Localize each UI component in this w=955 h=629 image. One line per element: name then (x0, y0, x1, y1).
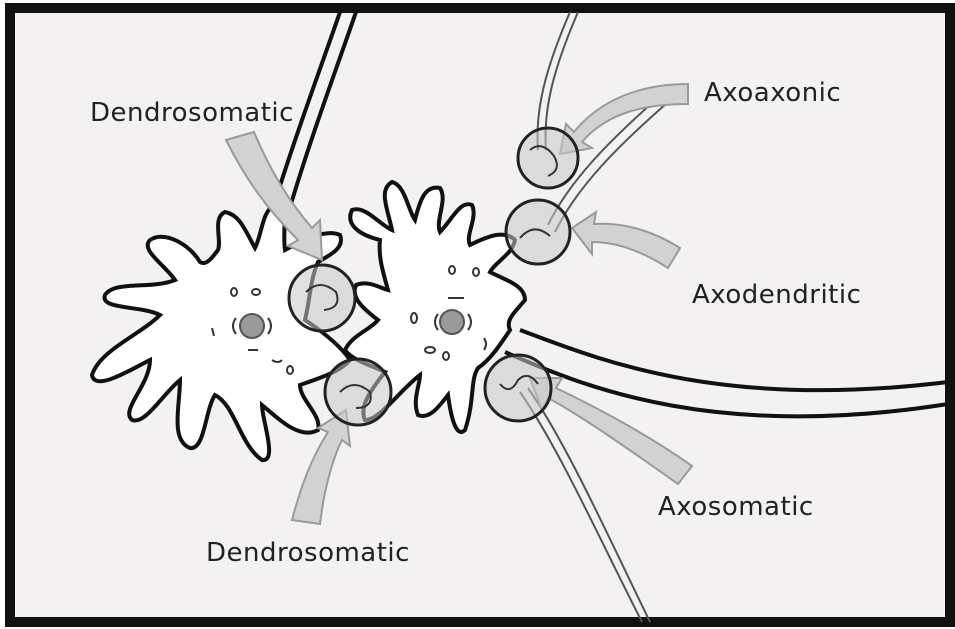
synapse-axodendritic (506, 200, 570, 264)
left-nucleus (240, 314, 264, 338)
label-dendrosomatic-top: Dendrosomatic (90, 98, 294, 128)
synapse-axoaxonic (518, 128, 578, 188)
synapse-axosomatic (485, 355, 551, 421)
label-dendrosomatic-bottom: Dendrosomatic (206, 538, 410, 568)
synapse-dendrosomatic-bottom (325, 359, 391, 425)
label-axodendritic: Axodendritic (692, 280, 861, 310)
label-axosomatic: Axosomatic (658, 492, 814, 522)
label-axoaxonic: Axoaxonic (704, 78, 841, 108)
synapse-dendrosomatic-top (289, 265, 355, 331)
right-nucleus (440, 310, 464, 334)
